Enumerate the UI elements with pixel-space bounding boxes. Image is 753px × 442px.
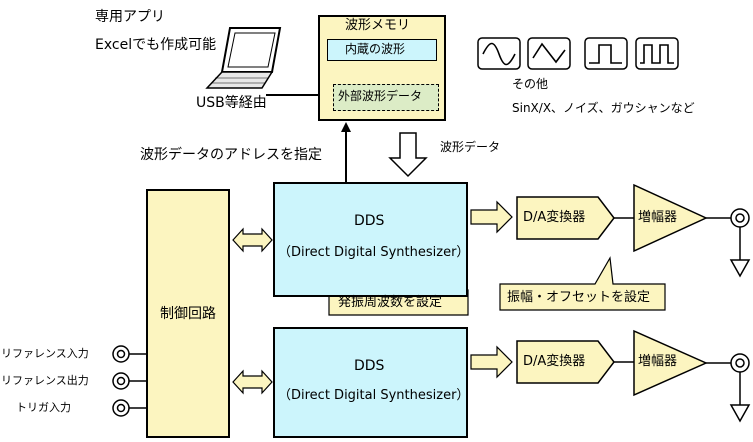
control-label: 制御回路 [160,306,216,322]
dac2-label: D/A変換器 [523,354,586,369]
waveform-data-arrow [388,132,428,178]
reference-input-connector [112,345,146,363]
internal-waveform-box [327,39,437,61]
waveform-caption: その他 [512,77,549,91]
control-dds2-arrow [232,369,273,395]
waveform-examples: SinX/X、ノイズ、ガウシャンなど [512,101,695,115]
dds-block-2 [273,327,468,438]
external-waveform-label: 外部波形データ [338,89,423,103]
dds-block-1 [273,182,468,297]
dac1-shape [516,196,615,240]
amp1-label: 増幅器 [638,210,678,225]
data-label: 波形データ [440,140,501,154]
amp-callout-label: 振幅・オフセットを設定 [507,290,651,305]
trigger-input-label: トリガ入力 [16,401,71,414]
square-wave-icon [635,37,679,70]
software-subtitle: Excelでも作成可能 [95,37,217,53]
dds1-callout: 発振周波数を設定 [338,295,443,310]
memory-title: 波形メモリ [345,18,411,33]
external-waveform-box [333,84,439,111]
dds2-dac-arrow [470,345,513,379]
address-label: 波形データのアドレスを指定 [140,147,322,163]
amp2-label: 増幅器 [638,354,678,369]
reference-output-label: リファレンス出力 [1,374,89,387]
dds2-subtitle: （Direct Digital Synthesizer） [278,388,470,403]
trigger-input-connector [112,399,146,417]
sine-wave-icon [477,37,521,70]
control-dds1-arrow [232,227,273,253]
triangle-wave-icon [527,37,571,70]
pulse-wave-icon [584,37,628,70]
reference-output-connector [112,372,146,390]
internal-waveform-label: 内蔵の波形 [345,42,406,56]
amp-callout-shape [499,256,666,311]
dds2-title: DDS [354,358,385,374]
usb-label: USB等経由 [196,95,267,111]
dds1-subtitle: （Direct Digital Synthesizer） [278,245,470,260]
reference-input-label: リファレンス入力 [1,347,89,360]
dac2-shape [516,340,615,384]
amp1-shape [633,183,708,253]
control-circuit [146,189,230,438]
software-title: 専用アプリ [95,9,165,25]
dds1-title: DDS [354,213,385,229]
amp2-shape [633,329,708,397]
output-connector-2 [706,353,751,423]
output-connector-1 [706,208,751,278]
dds1-dac-arrow [470,200,513,234]
dac1-label: D/A変換器 [523,210,586,225]
laptop-icon [205,27,282,89]
